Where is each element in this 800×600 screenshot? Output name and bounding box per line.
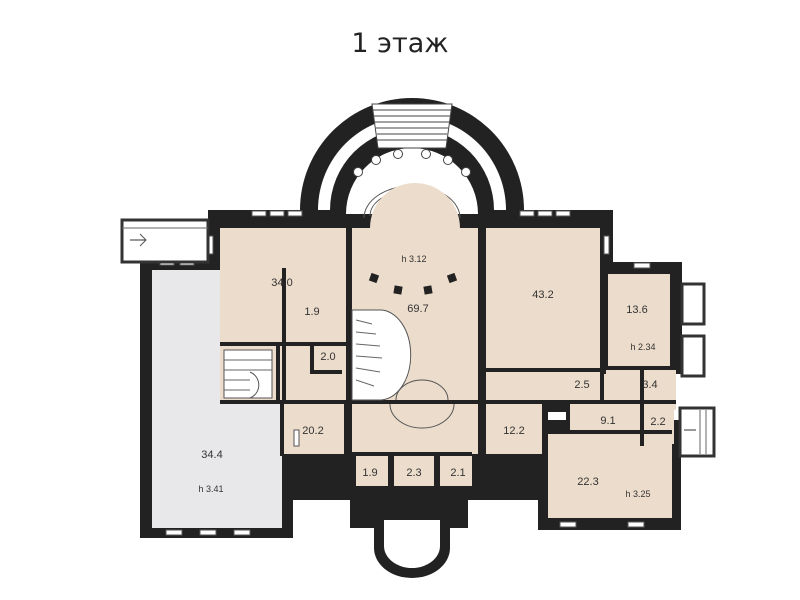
staircase-spiral (351, 309, 455, 429)
label-22-3: 22.3 (577, 476, 598, 488)
staircase-left (223, 349, 273, 399)
label-1-9a: 1.9 (304, 306, 319, 318)
room-2-3 (394, 456, 434, 486)
label-3-4: 3.4 (642, 379, 657, 391)
windows (159, 210, 688, 536)
hall-columns (368, 272, 458, 295)
label-2-0: 2.0 (320, 351, 335, 363)
label-2-1: 2.1 (450, 467, 465, 479)
floor-title: 1 этаж (351, 28, 449, 59)
label-h-34-4: h 3.41 (198, 484, 223, 494)
room-2-0 (314, 346, 342, 372)
label-13-6: 13.6 (626, 304, 647, 316)
label-43-2: 43.2 (532, 289, 553, 301)
label-2-3: 2.3 (406, 467, 421, 479)
label-69-7: 69.7 (407, 303, 428, 315)
room-43-2 (486, 228, 600, 370)
label-h-13-6: h 2.34 (630, 342, 655, 352)
label-h-main: h 3.12 (401, 254, 426, 264)
rotunda-steps (371, 103, 453, 149)
label-1-9b: 1.9 (362, 467, 377, 479)
room-22-3 (548, 434, 672, 518)
label-20-2: 20.2 (302, 425, 323, 437)
label-9-1: 9.1 (600, 415, 615, 427)
label-h-22-3: h 3.25 (625, 489, 650, 499)
room-2-5-corridor (486, 372, 600, 404)
partitions (220, 228, 676, 520)
label-2-2: 2.2 (650, 416, 665, 428)
label-12-2: 12.2 (503, 425, 524, 437)
rotunda-columns (353, 149, 471, 177)
room-1-9b (356, 456, 388, 486)
room-13-6 (608, 274, 670, 366)
room-12-2 (486, 404, 542, 454)
label-2-5: 2.5 (574, 379, 589, 391)
room-labels: 34.0 1.9 69.7 h 3.12 43.2 13.6 h 2.34 2.… (198, 254, 665, 499)
hall-center (352, 404, 478, 454)
exterior-steps (120, 218, 716, 458)
label-34-0: 34.0 (271, 277, 292, 289)
room-2-1 (440, 456, 472, 486)
label-34-4: 34.4 (201, 449, 222, 461)
